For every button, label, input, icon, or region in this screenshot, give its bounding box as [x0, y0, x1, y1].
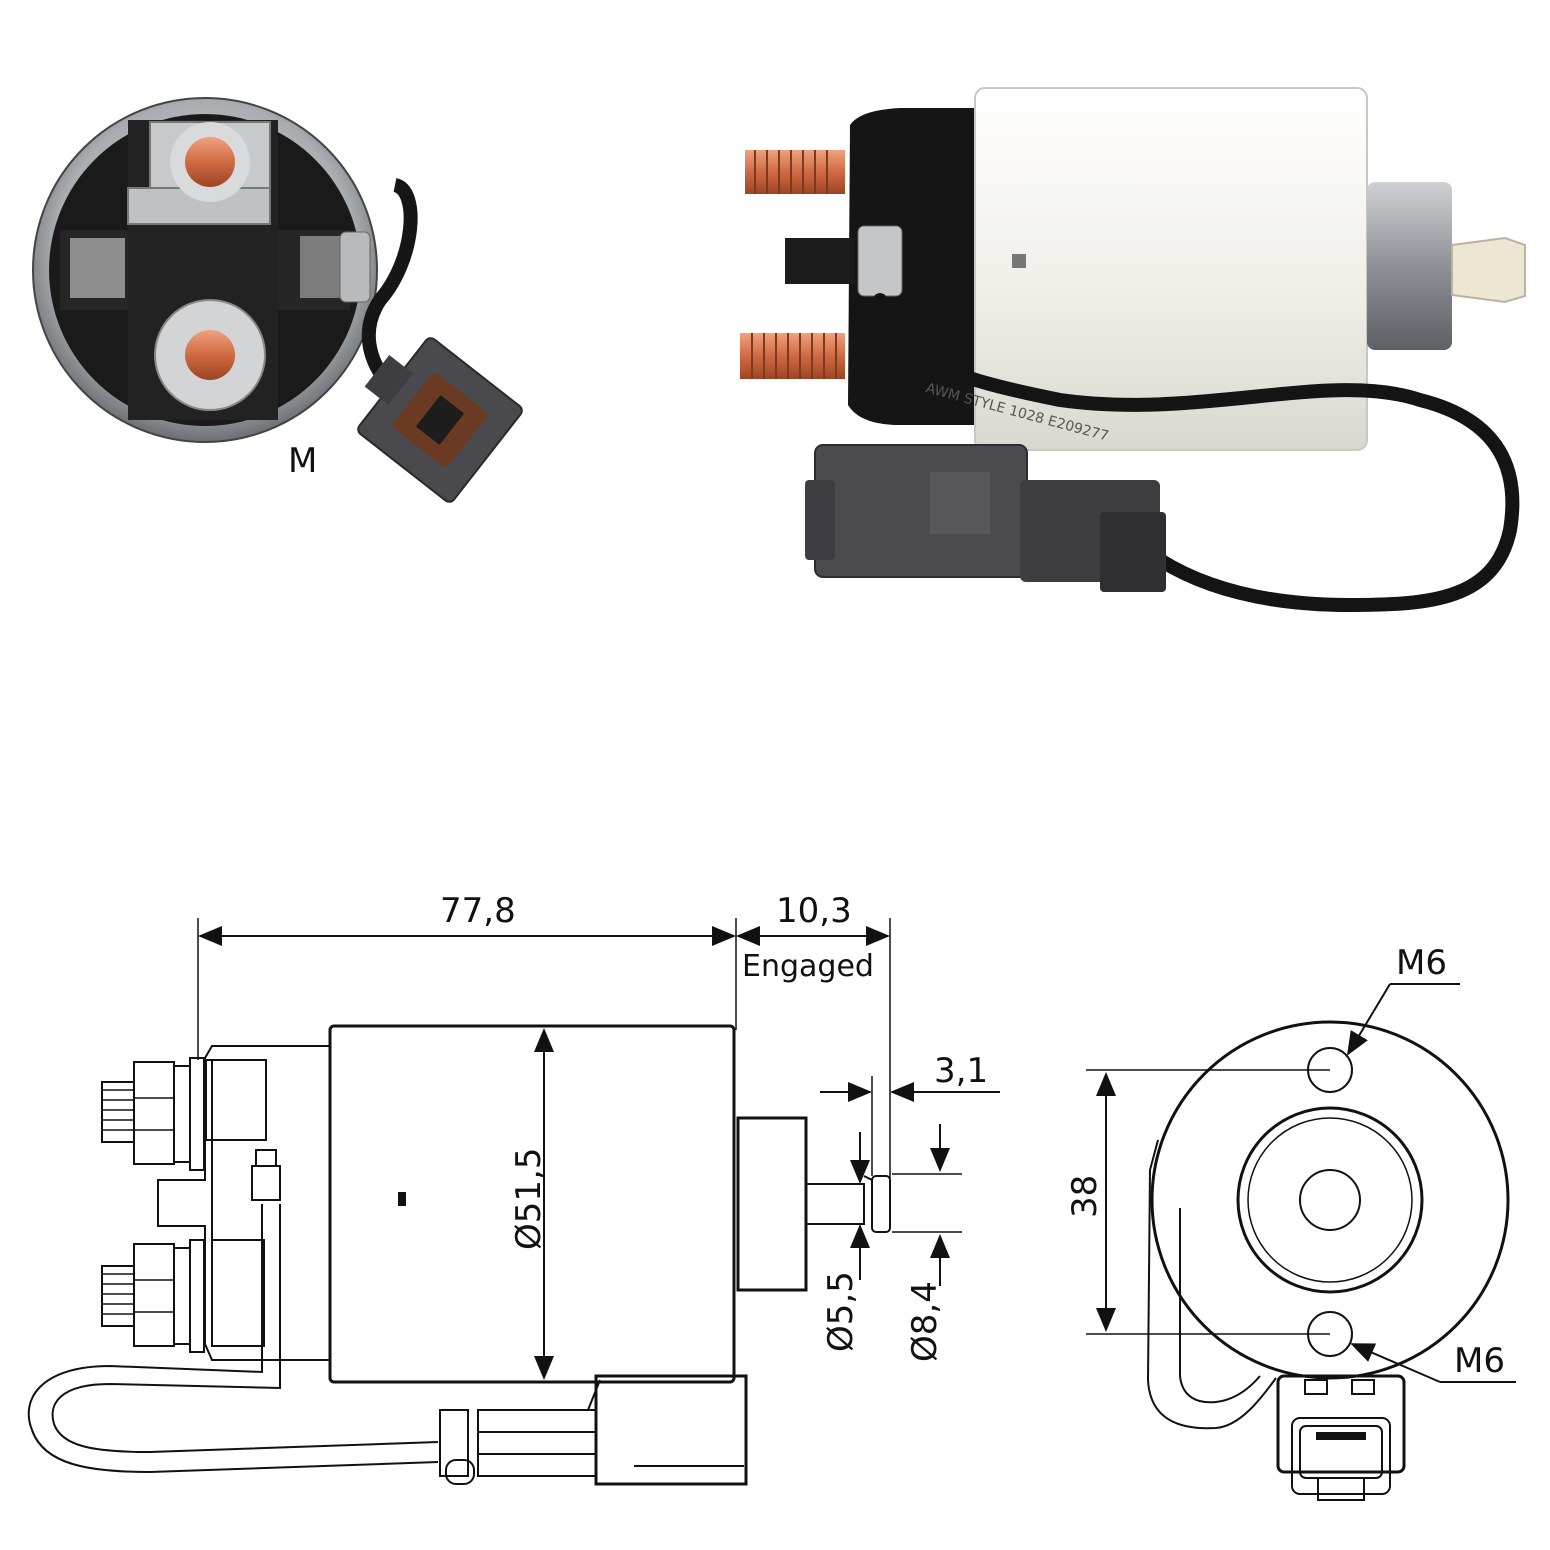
callout-terminal-bottom: M6	[1350, 1341, 1516, 1383]
terminal-lower	[154, 299, 266, 411]
end-elevation-drawing: 38 M6 M6	[1065, 943, 1516, 1501]
stud-upper	[745, 150, 845, 194]
dim-plunger-head-diameter: Ø8,4	[892, 1124, 962, 1362]
stud-lower	[740, 333, 845, 379]
end-drawing-connector	[1276, 1374, 1406, 1501]
plunger-diameter-label: Ø5,5	[821, 1271, 861, 1352]
length-label: 77,8	[440, 891, 516, 931]
dim-engaged: 10,3 Engaged	[736, 891, 890, 984]
end-view-photo: M	[32, 97, 523, 503]
terminal-top-label: M6	[1396, 943, 1447, 983]
callout-terminal-top: M6	[1346, 943, 1460, 1056]
dim-length: 77,8	[198, 891, 736, 946]
side-elevation-drawing: 77,8 10,3 Engaged Ø51,5	[27, 891, 1000, 1486]
body-diameter-label: Ø51,5	[509, 1148, 549, 1250]
dim-body-diameter: Ø51,5	[509, 1028, 554, 1380]
side-view-photo: AWM STYLE 1028 E209277	[740, 87, 1526, 613]
terminal-spacing-label: 38	[1065, 1175, 1105, 1218]
terminal-bottom-label: M6	[1454, 1341, 1505, 1381]
plunger-step-label: 3,1	[934, 1051, 988, 1091]
dim-plunger-diameter: Ø5,5	[821, 1132, 870, 1352]
end-view-connector	[357, 337, 523, 503]
engaged-travel-label: 10,3	[776, 891, 852, 931]
plunger-head-diameter-label: Ø8,4	[905, 1281, 945, 1362]
engaged-label: Engaged	[742, 949, 874, 984]
dim-plunger-step: 3,1	[820, 1051, 1000, 1176]
drawing-stud-top	[101, 1057, 205, 1171]
drawing-stud-bottom	[101, 1239, 205, 1353]
side-view-connector	[805, 444, 1166, 592]
dim-terminal-spacing: 38	[1065, 1069, 1330, 1335]
end-view-caption: M	[288, 441, 317, 481]
terminal-upper	[127, 121, 271, 225]
